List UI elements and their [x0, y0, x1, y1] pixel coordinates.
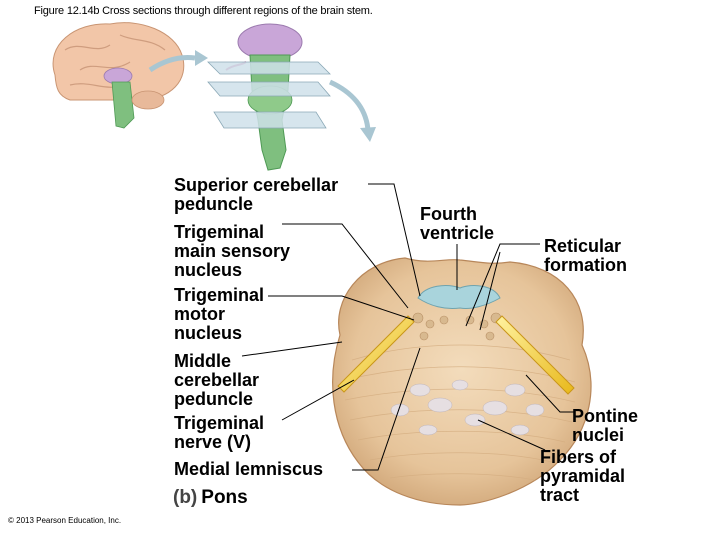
copyright-notice: © 2013 Pearson Education, Inc.	[8, 516, 122, 525]
label-fibers-of-pyramidal-tract: Fibers of pyramidal tract	[540, 447, 626, 505]
label-superior-cerebellar-peduncle: Superior cerebellar peduncle	[174, 175, 339, 214]
leader-lines	[241, 183, 575, 471]
brain-thumbnail	[52, 22, 185, 129]
brainstem-thumbnail	[207, 23, 331, 171]
pons-cross-section	[332, 257, 592, 506]
arrow-to-section	[328, 79, 371, 131]
label-pontine-nuclei: Pontine nuclei	[572, 406, 638, 445]
arrow-to-stem	[148, 55, 196, 73]
caption-name: Pons	[201, 487, 248, 508]
label-trigeminal-main-sensory-nucleus: Trigeminal main sensory nucleus	[174, 222, 291, 280]
label-trigeminal-nerve: Trigeminal nerve (V)	[174, 413, 265, 452]
section-caption: (b)Pons	[173, 487, 248, 509]
figure-title: Figure 12.14b Cross sections through dif…	[34, 5, 373, 17]
caption-letter: (b)	[173, 487, 198, 508]
label-reticular-formation: Reticular formation	[544, 236, 627, 275]
label-medial-lemniscus: Medial lemniscus	[174, 459, 324, 479]
label-trigeminal-motor-nucleus: Trigeminal motor nucleus	[174, 285, 265, 343]
label-middle-cerebellar-peduncle: Middle cerebellar peduncle	[174, 351, 260, 409]
label-fourth-ventricle: Fourth ventricle	[420, 204, 495, 243]
